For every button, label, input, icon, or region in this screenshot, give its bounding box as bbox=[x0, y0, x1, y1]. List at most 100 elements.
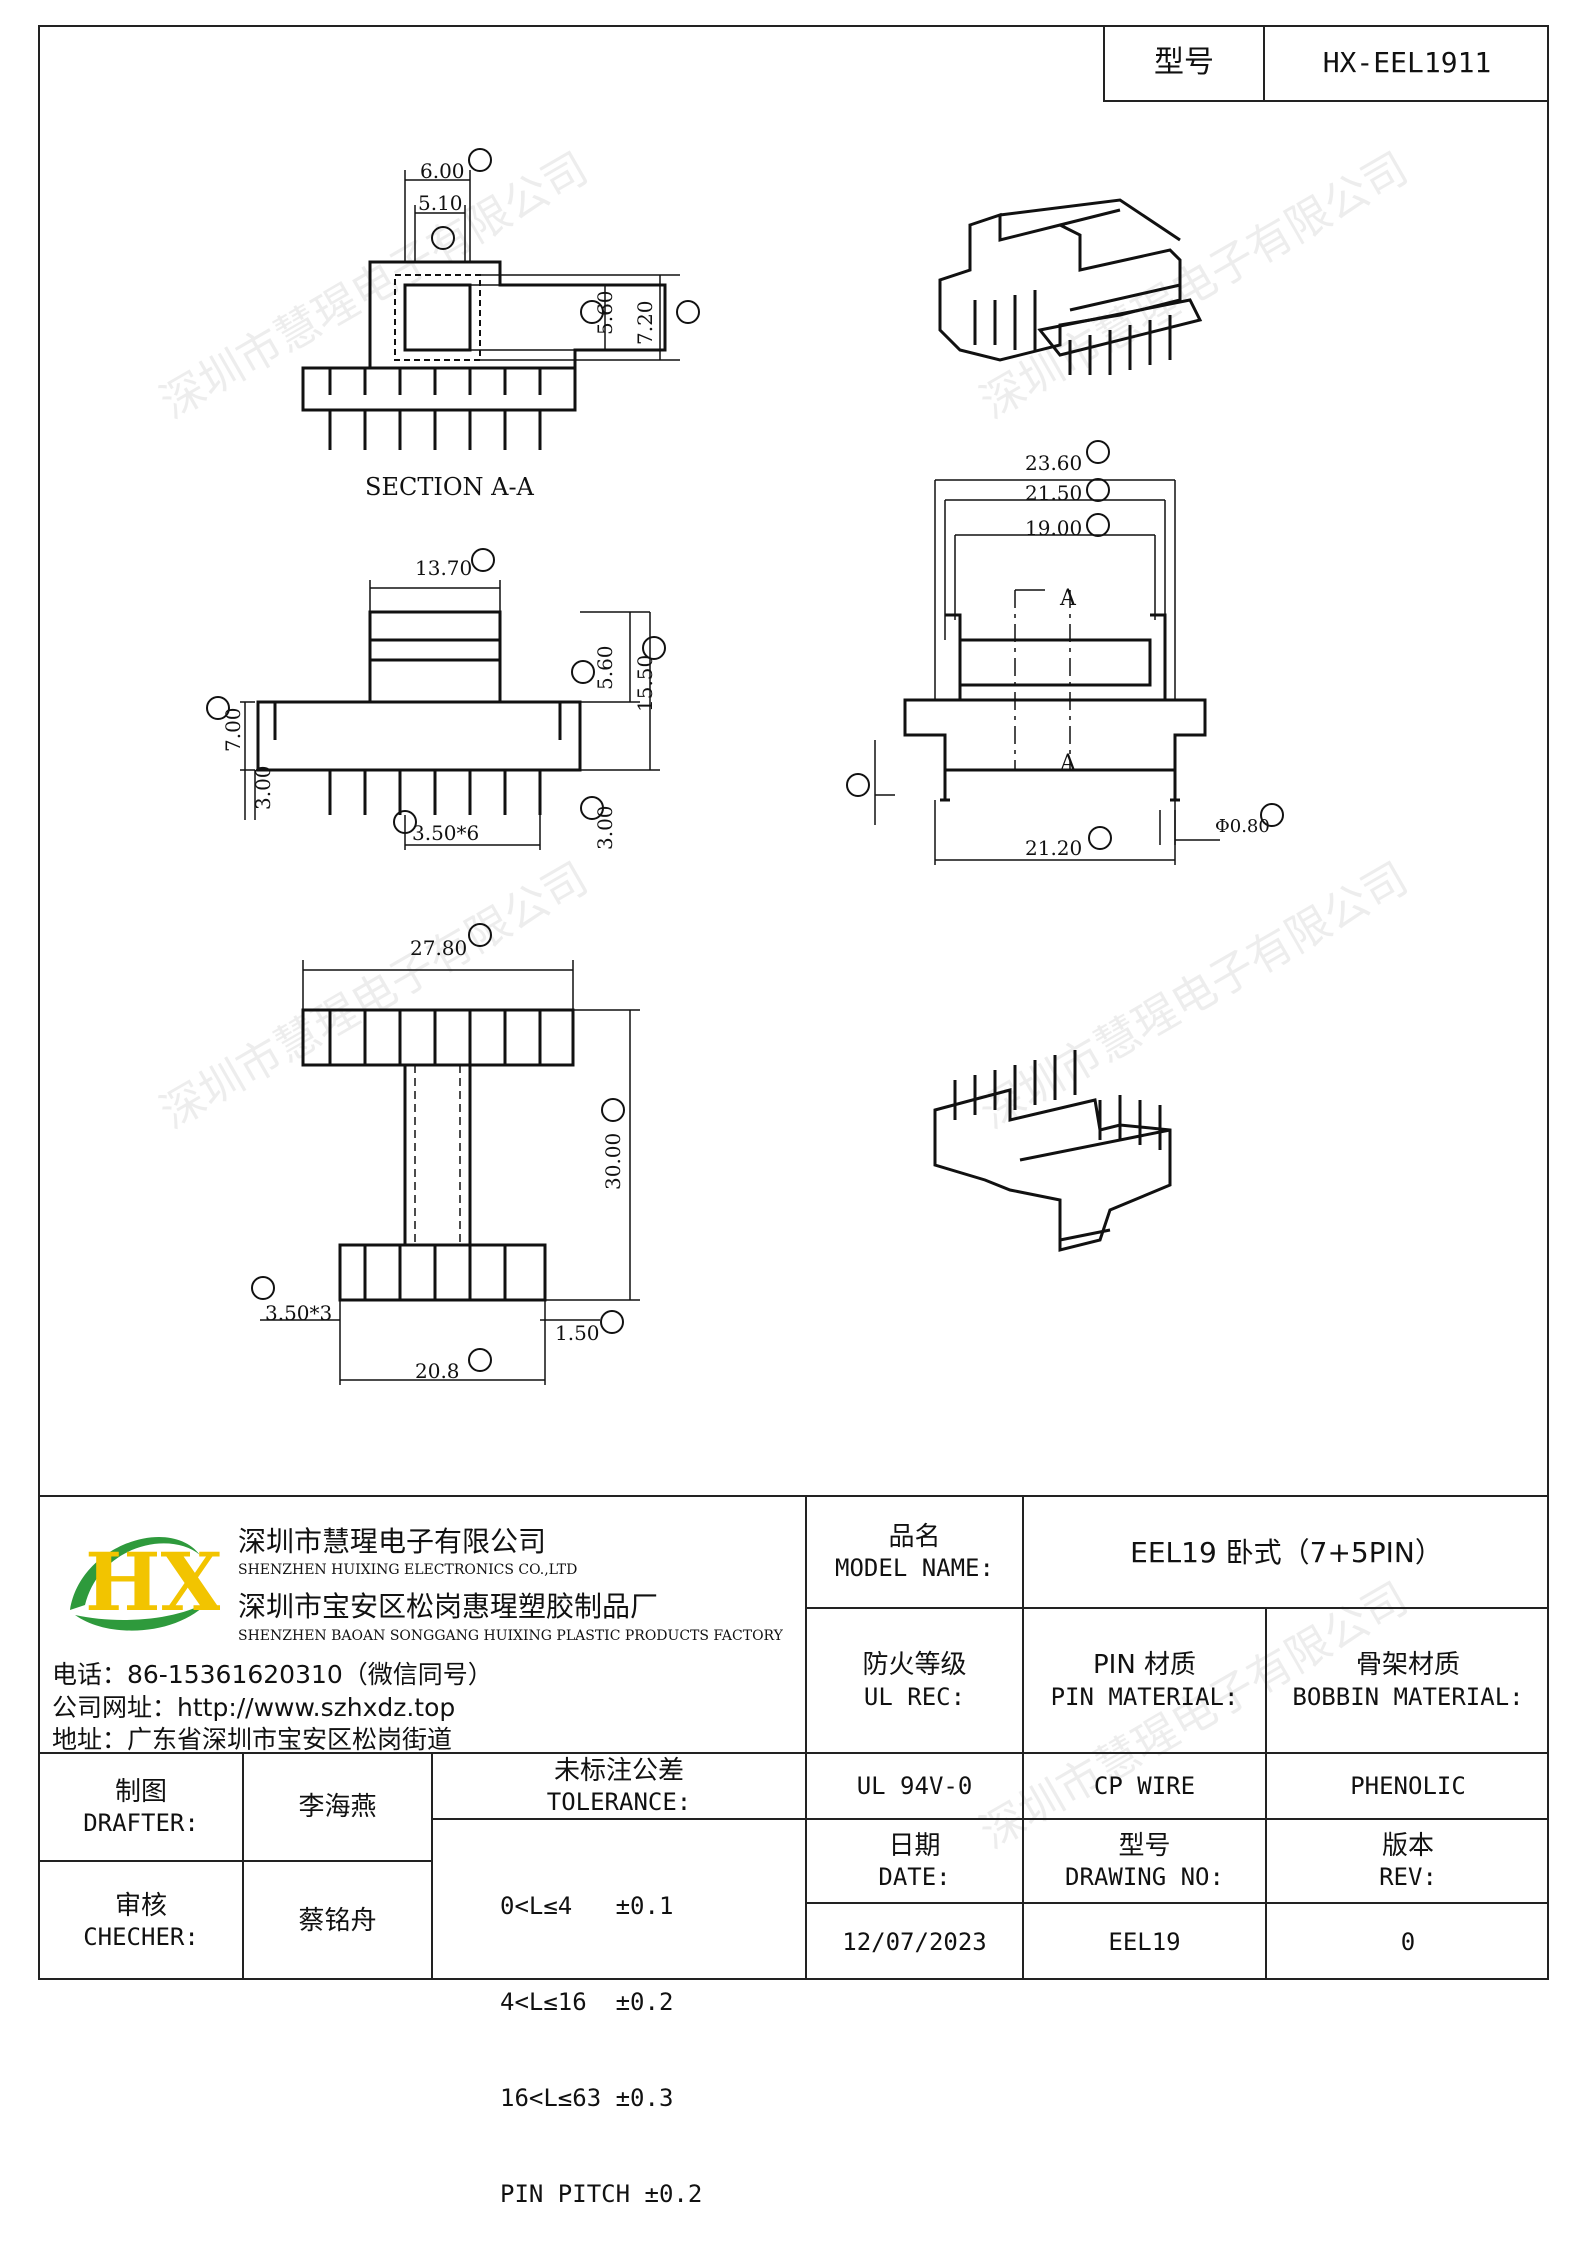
dim-front-5-60: 5.60 bbox=[593, 645, 617, 690]
pin-material-cn: PIN 材质 bbox=[1092, 1650, 1197, 1681]
isometric-view-top bbox=[938, 198, 1203, 375]
dim-pin-dia: Φ0.80 bbox=[1215, 816, 1270, 837]
dim-6-00: 6.00 bbox=[420, 159, 465, 183]
section-mark-top: A bbox=[1059, 586, 1077, 611]
pin-material-value: CP WIRE bbox=[1093, 1772, 1196, 1800]
rev-cn: 版本 bbox=[1381, 1830, 1434, 1861]
date-value: 12/07/2023 bbox=[842, 1928, 987, 1956]
drafter-cn: 制图 bbox=[114, 1776, 167, 1807]
divider-col2 bbox=[1022, 1495, 1024, 1980]
tolerance-label: 未标注公差 TOLERANCE: bbox=[433, 1754, 805, 1818]
header-model-label: 型号 bbox=[1154, 44, 1214, 80]
ul-rec-label: 防火等级 UL REC: bbox=[807, 1609, 1022, 1752]
drafter-name: 李海燕 bbox=[298, 1791, 377, 1822]
drawing-no-en: DRAWING NO: bbox=[1065, 1863, 1224, 1892]
header-divider-2 bbox=[1263, 25, 1265, 102]
side-view bbox=[874, 479, 1220, 865]
front-view bbox=[240, 580, 660, 850]
drawing-no-value: EEL19 bbox=[1108, 1928, 1181, 1956]
ul-value: UL 94V-0 bbox=[856, 1772, 973, 1800]
dim-21-20: 21.20 bbox=[1025, 836, 1082, 860]
row-line-tol bbox=[431, 1818, 805, 1820]
pin-material-label: PIN 材质 PIN MATERIAL: bbox=[1024, 1609, 1265, 1752]
date-label: 日期 DATE: bbox=[807, 1820, 1022, 1902]
drawing-no-label: 型号 DRAWING NO: bbox=[1024, 1820, 1265, 1902]
dim-15-50: 15.50 bbox=[633, 655, 657, 712]
company-name-cn: 深圳市慧瑆电子有限公司 bbox=[238, 1525, 547, 1558]
drawing-no-cn: 型号 bbox=[1118, 1830, 1171, 1861]
dim-7-20: 7.20 bbox=[633, 300, 657, 345]
dim-pitch-front: 3.50*6 bbox=[412, 821, 479, 845]
dim-3-00-left: 3.00 bbox=[251, 765, 275, 810]
model-name-value: EEL19 卧式（7+5PIN） bbox=[1130, 1535, 1443, 1569]
bobbin-material-en: BOBBIN MATERIAL: bbox=[1292, 1682, 1524, 1711]
bobbin-material-cn: 骨架材质 bbox=[1355, 1650, 1460, 1681]
bottom-view bbox=[260, 960, 640, 1385]
section-label: SECTION A-A bbox=[365, 473, 535, 501]
dim-13-70: 13.70 bbox=[415, 556, 472, 580]
dim-19-00: 19.00 bbox=[1025, 516, 1082, 540]
dim-5-60: 5.60 bbox=[593, 290, 617, 335]
row-line-left bbox=[38, 1860, 431, 1862]
ul-rec-cn: 防火等级 bbox=[862, 1650, 967, 1681]
header-divider bbox=[1103, 25, 1105, 102]
divider-left-2 bbox=[431, 1752, 433, 1980]
drafter-en: DRAFTER: bbox=[83, 1809, 199, 1838]
header-bottom-line bbox=[1103, 100, 1549, 102]
rev-label: 版本 REV: bbox=[1267, 1820, 1549, 1902]
dim-5-10: 5.10 bbox=[418, 191, 463, 215]
tolerance-line: 4<L≤16 ±0.2 bbox=[500, 1988, 674, 2016]
row-line-3 bbox=[805, 1818, 1549, 1820]
dim-pitch-bottom: 3.50*3 bbox=[265, 1301, 332, 1325]
rev-en: REV: bbox=[1379, 1863, 1437, 1892]
company-address: 地址：广东省深圳市宝安区松岗街道 bbox=[52, 1725, 453, 1754]
factory-name-cn: 深圳市宝安区松岗惠瑆塑胶制品厂 bbox=[238, 1590, 659, 1623]
technical-drawing: 6.00 5.10 5.60 7.20 SECTION A-A 13.70 5.… bbox=[206, 148, 1284, 1385]
checker-en: CHECHER: bbox=[83, 1923, 199, 1952]
dim-1-50: 1.50 bbox=[555, 1321, 600, 1345]
company-logo: HX bbox=[50, 1515, 223, 1645]
tolerance-line: PIN PITCH ±0.2 bbox=[500, 2180, 703, 2208]
row-line-2 bbox=[38, 1752, 1549, 1754]
row-line-1 bbox=[805, 1607, 1549, 1609]
bobbin-material-label: 骨架材质 BOBBIN MATERIAL: bbox=[1267, 1609, 1549, 1752]
model-name-cn: 品名 bbox=[888, 1521, 941, 1552]
tolerance-table: 0<L≤4 ±0.1 4<L≤16 ±0.2 16<L≤63 ±0.3 PIN … bbox=[500, 1826, 800, 2242]
row-line-4 bbox=[805, 1902, 1549, 1904]
dim-21-50: 21.50 bbox=[1025, 481, 1082, 505]
bobbin-material-value: PHENOLIC bbox=[1350, 1772, 1466, 1800]
dim-30-00: 30.00 bbox=[601, 1133, 625, 1190]
section-a-a-view bbox=[301, 170, 680, 450]
dim-20-8: 20.8 bbox=[415, 1359, 460, 1383]
tolerance-line: 16<L≤63 ±0.3 bbox=[500, 2084, 674, 2112]
dim-23-60: 23.60 bbox=[1025, 451, 1082, 475]
divider-col3 bbox=[1265, 1607, 1267, 1980]
tolerance-cn: 未标注公差 bbox=[553, 1755, 684, 1786]
company-phone: 电话：86-15361620310（微信同号） bbox=[52, 1660, 493, 1689]
model-name-label: 品名 MODEL NAME: bbox=[807, 1497, 1022, 1607]
isometric-view-bottom bbox=[933, 1050, 1172, 1252]
logo-text: HX bbox=[85, 1535, 220, 1629]
ul-rec-en: UL REC: bbox=[863, 1682, 966, 1711]
dim-7-00: 7.00 bbox=[221, 707, 245, 752]
date-en: DATE: bbox=[878, 1863, 951, 1892]
checker-name: 蔡铭舟 bbox=[298, 1905, 377, 1936]
drawing-frame bbox=[38, 25, 1549, 1980]
tolerance-line: 0<L≤4 ±0.1 bbox=[500, 1892, 674, 1920]
header-model-value: HX-EEL1911 bbox=[1322, 46, 1492, 79]
section-mark-bottom: A bbox=[1059, 751, 1077, 776]
company-website: 公司网址：http://www.szhxdz.top bbox=[52, 1693, 456, 1722]
checker-label: 审核 CHECHER: bbox=[40, 1862, 242, 1980]
pin-material-en: PIN MATERIAL: bbox=[1050, 1682, 1239, 1711]
divider-company bbox=[805, 1495, 807, 1980]
company-name-en: SHENZHEN HUIXING ELECTRONICS CO.,LTD bbox=[238, 1562, 578, 1578]
drafter-label: 制图 DRAFTER: bbox=[40, 1754, 242, 1860]
tolerance-en: TOLERANCE: bbox=[546, 1788, 692, 1817]
factory-name-en: SHENZHEN BAOAN SONGGANG HUIXING PLASTIC … bbox=[238, 1628, 783, 1644]
dim-27-80: 27.80 bbox=[410, 936, 467, 960]
checker-cn: 审核 bbox=[114, 1890, 167, 1921]
rev-value: 0 bbox=[1400, 1928, 1416, 1956]
dim-3-00-right: 3.00 bbox=[593, 805, 617, 850]
date-cn: 日期 bbox=[888, 1830, 941, 1861]
title-block-top bbox=[38, 1495, 1549, 1497]
